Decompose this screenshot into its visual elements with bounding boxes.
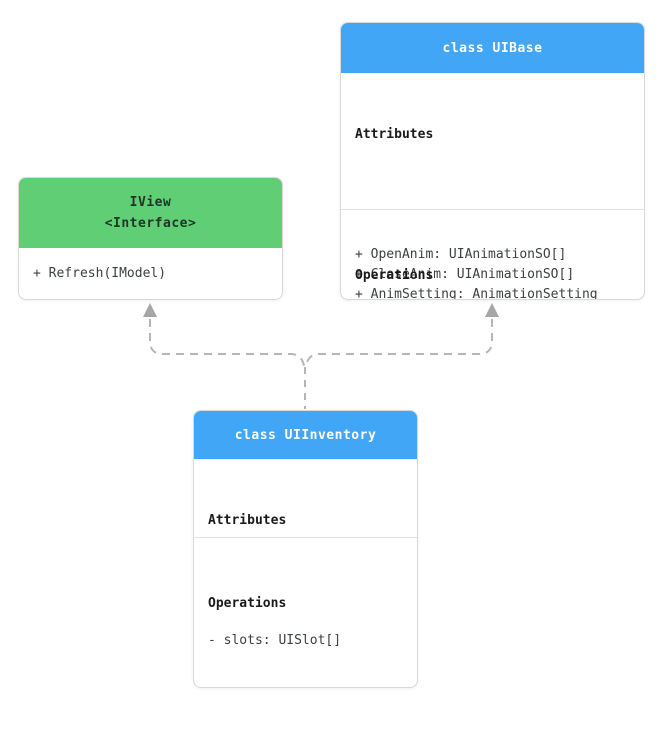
operation-row: + Refresh(IModel)	[33, 266, 167, 281]
operations-label: Operations	[208, 596, 287, 611]
arrowhead-up-icon	[485, 303, 499, 317]
class-node-uiinventory: class UIInventory Attributes - slots: UI…	[193, 410, 418, 688]
attribute-row: + AnimSetting: AnimationSetting	[355, 287, 598, 300]
attributes-section: Attributes - slots: UISlot[]	[194, 459, 417, 648]
attributes-section: Attributes + OpenAnim: UIAnimationSO[]+ …	[341, 73, 644, 299]
attribute-row: + CloseAnim: UIAnimationSO[]	[355, 267, 575, 282]
class-header-uibase: class UIBase	[341, 23, 644, 73]
interface-header-iview: IView <Interface>	[19, 178, 282, 248]
connector-to-uibase	[305, 319, 493, 367]
class-title: class UIBase	[442, 40, 543, 56]
connector-to-iview	[149, 319, 305, 367]
attribute-row: + OpenAnim: UIAnimationSO[]	[355, 247, 567, 262]
class-node-uibase: class UIBase Attributes + OpenAnim: UIAn…	[340, 22, 645, 300]
attributes-label: Attributes	[355, 127, 434, 142]
interface-title: IView	[129, 195, 172, 210]
operations-section: Operations + Open+ Close	[341, 209, 644, 299]
class-title: class UIInventory	[234, 427, 377, 443]
interface-node-iview: IView <Interface> + Refresh(IModel)	[18, 177, 283, 300]
attribute-row: - slots: UISlot[]	[208, 633, 342, 648]
operations-label: Operations	[355, 268, 434, 283]
attributes-list: + OpenAnim: UIAnimationSO[] + CloseAnim: …	[355, 185, 630, 300]
attributes-list: - slots: UISlot[]	[208, 571, 403, 651]
operations-section: Operations + Open+ Close+ Initialize+ Re…	[194, 537, 417, 687]
interface-stereotype: <Interface>	[104, 216, 197, 231]
arrowhead-up-icon	[143, 303, 157, 317]
class-header-uiinventory: class UIInventory	[194, 411, 417, 459]
operations-section: + Refresh(IModel)	[19, 248, 282, 299]
attributes-label: Attributes	[208, 513, 287, 528]
operations-list: + Open+ Close+ Initialize+ Refresh(IMode…	[208, 654, 403, 687]
